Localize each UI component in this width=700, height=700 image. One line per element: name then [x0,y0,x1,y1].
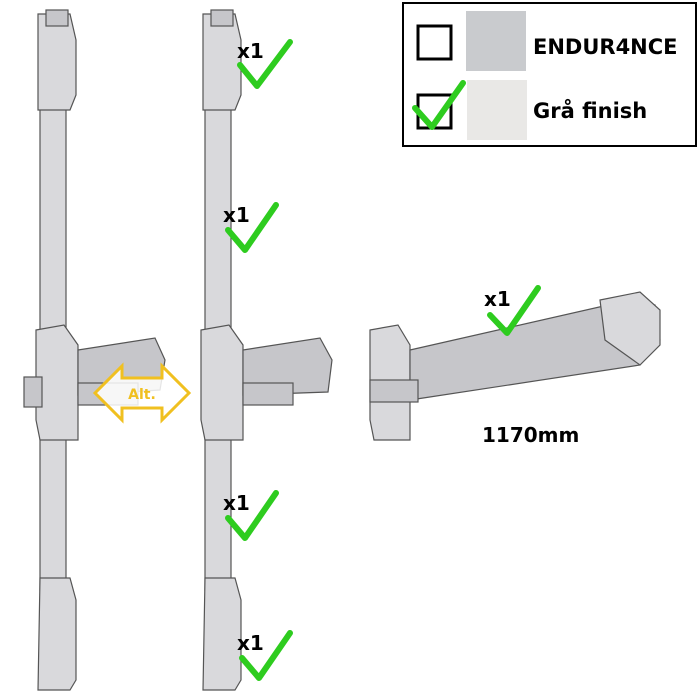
qty-rod-top: x1 [237,39,293,89]
alt-arrow: Alt. [92,362,192,424]
center-housing [200,324,244,441]
top-latch [202,13,242,111]
alt-label: Alt. [128,387,156,403]
qty-push-bar: x1 [484,285,541,336]
center-latch [23,376,43,408]
top-latch-tip [45,9,69,27]
rod-assembly-full [23,9,166,691]
qty-rod-bottom: x1 [237,630,293,681]
check-icon [225,490,279,541]
check-icon [487,285,541,336]
top-latch [37,13,77,111]
check-icon [412,80,466,130]
quantity-label: x1 [237,631,264,655]
check-icon [239,630,293,681]
check-icon [237,39,293,89]
quantity-label: x1 [223,203,250,227]
finish-legend: ENDUR4NCE Grå finish [402,2,697,147]
finish-option-endur4nce[interactable]: ENDUR4NCE [416,11,678,71]
push-bar-strap [242,382,294,406]
push-bar-endcap [599,291,661,366]
color-swatch [467,80,527,140]
quantity-label: x1 [223,491,250,515]
quantity-label: x1 [237,39,264,63]
check-icon [225,202,279,253]
finish-option-gra[interactable]: Grå finish [412,80,647,140]
push-bar [369,291,661,441]
finish-label: Grå finish [533,98,647,123]
top-latch-tip [210,9,234,27]
checkbox-unchecked[interactable] [416,24,453,61]
push-bar-length: 1170mm [482,423,579,447]
quantity-label: x1 [484,287,511,311]
legend-frame [402,2,697,147]
rod-assembly-components [200,9,333,691]
color-swatch [466,11,526,71]
finish-label: ENDUR4NCE [533,35,678,59]
qty-rod-upper: x1 [223,202,279,253]
qty-rod-lower: x1 [223,490,279,541]
center-housing [35,324,79,441]
push-bar-strap [369,379,419,403]
bottom-latch [202,577,242,691]
bottom-latch [37,577,77,691]
